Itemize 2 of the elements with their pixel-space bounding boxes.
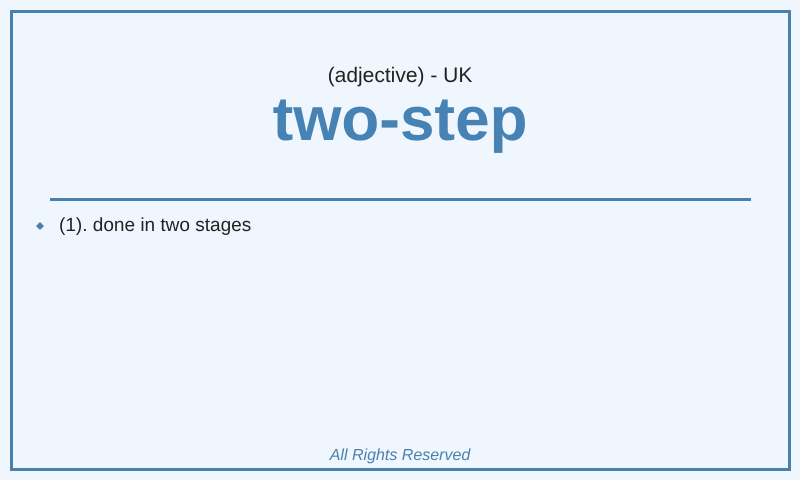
definition-text: (1). done in two stages bbox=[59, 214, 252, 238]
footer-text: All Rights Reserved bbox=[330, 446, 470, 466]
